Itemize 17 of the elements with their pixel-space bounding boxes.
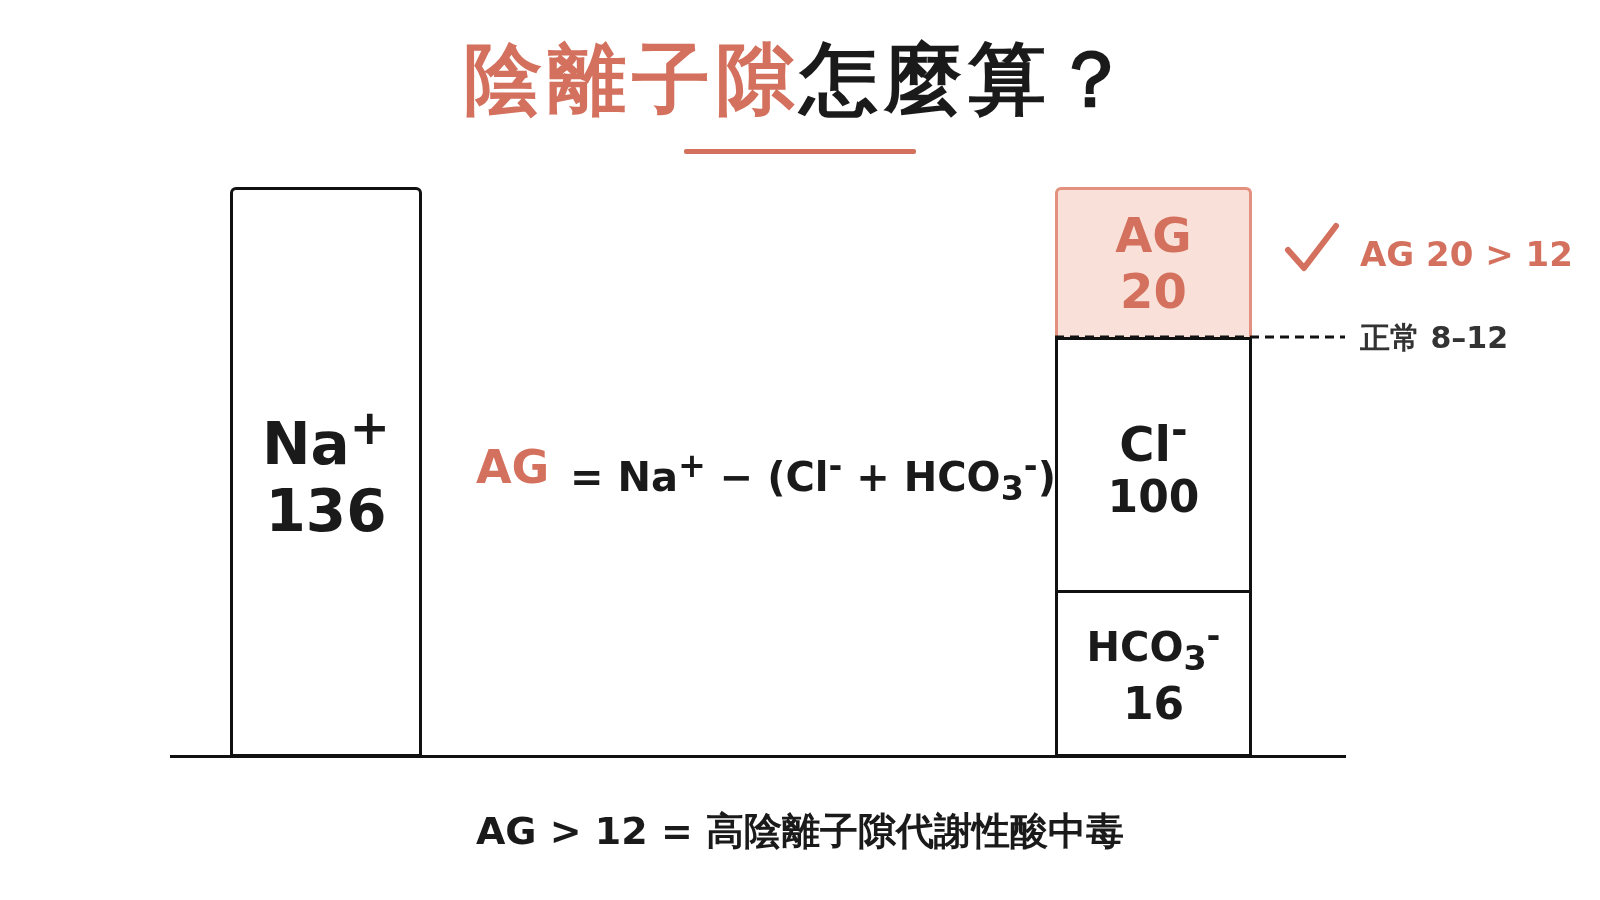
ion-label: AG [1115, 208, 1192, 264]
ion-value: 136 [265, 477, 387, 545]
title: 陰離子隙怎麼算？ [463, 33, 1137, 126]
ion-label: Na$^{+}$ [261, 399, 391, 478]
formula: = Na$^{+}$ − (Cl$^{-}$ + HCO$_{3}$$^{-}$) [570, 446, 1056, 509]
chloride-segment [1055, 337, 1252, 593]
anion-gap-segment [1055, 187, 1252, 337]
ion-bar [230, 187, 422, 757]
conclusion-text: AG > 12 = 高陰離子隙代謝性酸中毒 [474, 808, 1126, 855]
bicarbonate-segment [1055, 590, 1252, 757]
ion-value: 16 [1122, 679, 1185, 730]
result-note: AG 20 > 12 [1360, 234, 1573, 274]
normal-range-label: 正常 8–12 [1360, 319, 1509, 357]
ion-value: 100 [1107, 472, 1200, 523]
ion-value: 20 [1120, 263, 1187, 319]
ion-label: Cl$^{-}$ [1119, 407, 1188, 473]
formula-term: AG [476, 440, 550, 494]
